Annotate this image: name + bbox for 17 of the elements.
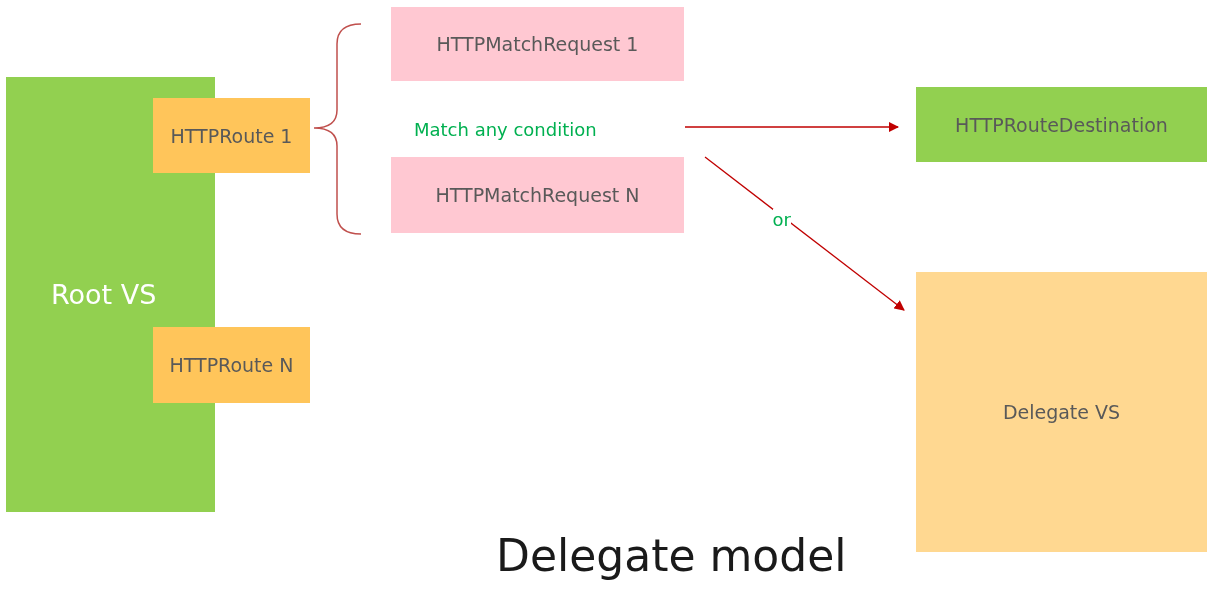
diagram-title: Delegate model — [496, 530, 847, 581]
arrow — [684, 121, 900, 133]
delegate-box — [916, 272, 1207, 552]
node-label: HTTPRouteDestination — [955, 113, 1168, 136]
node-label: Delegate VS — [1002, 401, 1121, 423]
condition-label: Match any condition — [414, 119, 597, 140]
node-label: Root VS — [51, 279, 157, 310]
node-label: HTTPMatchRequest 1 — [436, 33, 639, 55]
route-box — [153, 327, 310, 403]
node-label: HTTPRoute N — [169, 354, 294, 376]
node-label: HTTPRoute 1 — [170, 124, 293, 147]
destination-box — [916, 87, 1207, 162]
match-request-box — [391, 7, 684, 81]
match-request-box — [391, 157, 684, 233]
node-label: HTTPMatchRequest N — [435, 184, 640, 206]
route-box — [153, 98, 310, 173]
arrow — [704, 156, 905, 311]
